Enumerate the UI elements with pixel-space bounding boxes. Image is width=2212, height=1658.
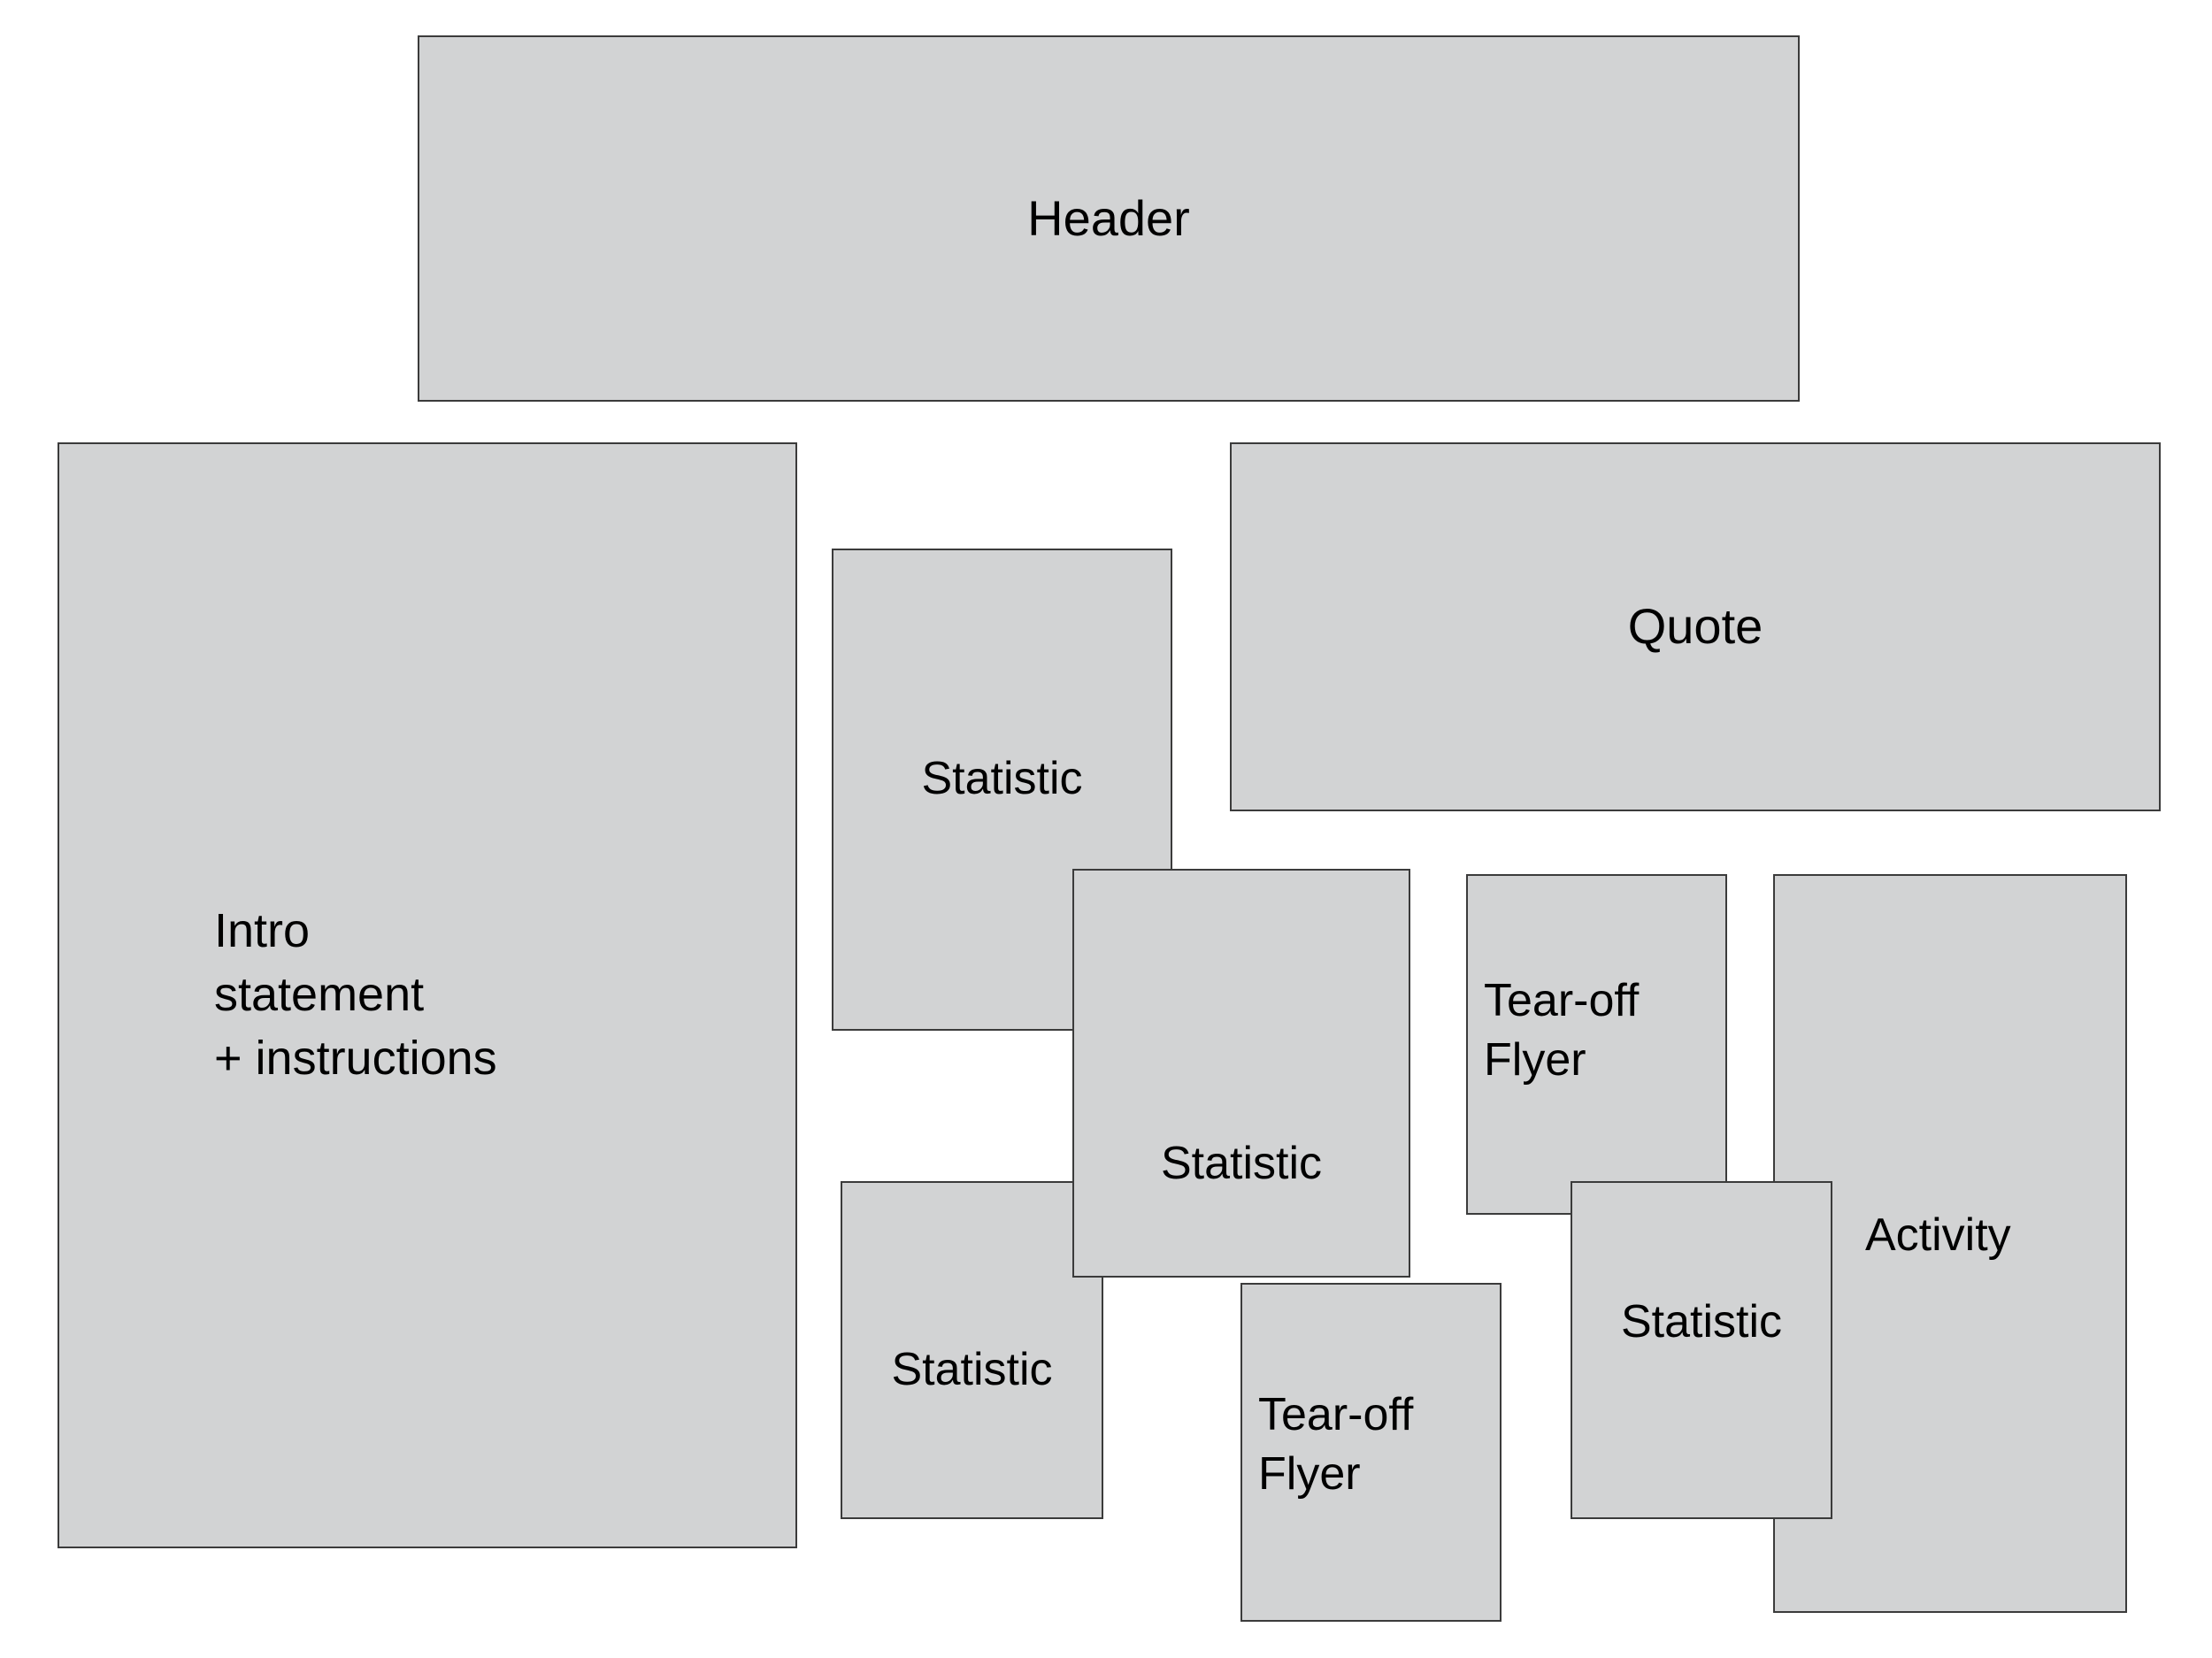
quote-block[interactable]: Quote xyxy=(1230,442,2161,811)
statistic-block-2-label: Statistic xyxy=(1160,1138,1323,1190)
statistic-block-4[interactable]: Statistic xyxy=(1571,1181,1832,1519)
statistic-block-4-label: Statistic xyxy=(1620,1296,1783,1348)
tear-off-flyer-block-1-label: Tear-off Flyer xyxy=(1484,974,1640,1086)
tear-off-flyer-block-2-label: Tear-off Flyer xyxy=(1258,1388,1414,1501)
tear-off-flyer-block-2[interactable]: Tear-off Flyer xyxy=(1240,1283,1502,1622)
statistic-block-1-label: Statistic xyxy=(921,752,1083,804)
statistic-block-3[interactable]: Statistic xyxy=(841,1181,1103,1519)
tear-off-flyer-block-1[interactable]: Tear-off Flyer xyxy=(1466,874,1727,1215)
activity-block-label: Activity xyxy=(1865,1209,2011,1262)
header-block-label: Header xyxy=(1027,189,1190,246)
intro-statement-block-label: Intro statement + instructions xyxy=(214,904,497,1085)
quote-block-label: Quote xyxy=(1627,598,1763,655)
statistic-block-2[interactable]: Statistic xyxy=(1072,869,1410,1278)
header-block[interactable]: Header xyxy=(418,35,1800,402)
statistic-block-1[interactable]: Statistic xyxy=(832,549,1172,1031)
intro-statement-block[interactable]: Intro statement + instructions xyxy=(58,442,797,1548)
statistic-block-3-label: Statistic xyxy=(891,1344,1053,1396)
